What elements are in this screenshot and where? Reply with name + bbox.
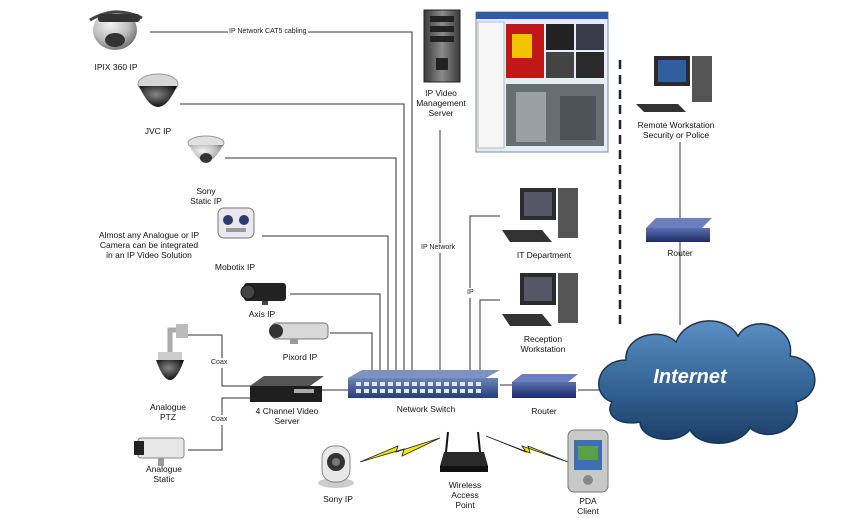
jvc-camera-icon (137, 73, 179, 107)
wireless-ap-label-line2: Access (451, 490, 479, 500)
video-server-icon (250, 376, 324, 402)
mgmt-server-label-line3: Server (428, 108, 454, 118)
reception-label: Reception Workstation (506, 334, 580, 354)
mgmt-server-label-line2: Management (416, 98, 466, 108)
ip-annotation: IP (466, 288, 475, 298)
cable-reception (479, 299, 500, 372)
reception-label-line1: Reception (523, 334, 563, 344)
wireless-bolt-left (359, 437, 441, 463)
integration-note: Almost any Analogue or IP Camera can be … (88, 230, 210, 260)
mobotix-label: Mobotix IP (214, 262, 256, 272)
router-right-icon (646, 218, 712, 242)
integration-note-line2: Camera can be integrated (99, 240, 199, 250)
network-switch-icon (348, 370, 500, 398)
management-server-icon (423, 9, 461, 83)
sony-ip-camera-icon (318, 445, 354, 488)
cable-jvc (180, 103, 405, 372)
wireless-ap-label-line1: Wireless (448, 480, 482, 490)
integration-note-line3: in an IP Video Solution (106, 250, 192, 260)
reception-pc-icon (502, 273, 578, 326)
video-server-label: 4 Channel Video Server (244, 406, 330, 426)
cables (150, 31, 681, 451)
sony-static-camera-icon (187, 135, 225, 163)
pda-label: PDA Client (566, 496, 610, 516)
ipix-label: IPIX 360 IP (94, 62, 138, 72)
pda-icon (567, 429, 609, 493)
axis-camera-icon (240, 283, 286, 305)
remote-workstation-icon (636, 56, 712, 112)
coax-bottom-annotation: Coax (210, 415, 229, 425)
internet-cloud-icon (598, 320, 816, 444)
ipix-camera-icon (89, 10, 143, 50)
analogue-ptz-label-line1: Analogue (150, 402, 186, 412)
axis-label: Axis IP (248, 309, 276, 319)
reception-label-line2: Workstation (520, 344, 566, 354)
mobotix-camera-icon (217, 207, 255, 239)
router-right-label: Router (667, 248, 693, 258)
analogue-static-label-line2: Static (153, 474, 175, 484)
analogue-static-label-line1: Analogue (146, 464, 182, 474)
internet-label: Internet (653, 366, 727, 388)
analogue-ptz-label: Analogue PTZ (144, 402, 192, 422)
integration-note-line1: Almost any Analogue or IP (98, 230, 200, 240)
cable-it-department (469, 215, 500, 372)
analogue-ptz-label-line2: PTZ (159, 412, 177, 422)
ip-network-annotation: IP Network (420, 243, 457, 253)
it-department-pc-icon (502, 188, 578, 242)
sony-ip-label: Sony IP (323, 494, 353, 504)
pda-label-line1: PDA (579, 496, 597, 506)
wireless-ap-label: Wireless Access Point (440, 480, 490, 510)
pixord-camera-icon (269, 322, 329, 344)
it-department-label: IT Department (516, 250, 572, 260)
analogue-static-camera-icon (134, 437, 185, 466)
coax-top-annotation: Coax (210, 358, 229, 368)
jvc-label: JVC IP (144, 126, 172, 136)
network-switch-label: Network Switch (396, 404, 456, 414)
wireless-access-point-icon (440, 431, 488, 472)
sony-static-label-line1: Sony (196, 186, 216, 196)
analogue-ptz-camera-icon (156, 324, 188, 380)
cable-axis (290, 293, 381, 372)
pixord-label: Pixord IP (282, 352, 318, 362)
cable-sony-static (225, 157, 397, 372)
sony-static-label-line2: Static IP (190, 196, 222, 206)
mgmt-server-label: IP Video Management Server (404, 88, 478, 118)
cable-mobotix (262, 235, 389, 372)
router-bottom-icon (512, 374, 578, 398)
router-bottom-label: Router (531, 406, 557, 416)
sony-static-label: Sony Static IP (184, 186, 228, 206)
analogue-static-label: Analogue Static (140, 464, 188, 484)
video-server-label-line1: 4 Channel Video (255, 406, 319, 416)
remote-workstation-label: Remote Workstation Security or Police (624, 120, 728, 140)
remote-workstation-label-line2: Security or Police (642, 130, 710, 140)
cable-pixord (330, 332, 373, 372)
remote-workstation-label-line1: Remote Workstation (637, 120, 715, 130)
video-server-label-line2: Server (274, 416, 300, 426)
wireless-bolt-right (485, 435, 569, 463)
cat5-cabling-annotation: IP Network CAT5 cabling (228, 27, 308, 37)
surveillance-software-screenshot (475, 11, 609, 153)
wireless-ap-label-line3: Point (455, 500, 475, 510)
pda-label-line2: Client (577, 506, 599, 516)
mgmt-server-label-line1: IP Video (425, 88, 457, 98)
